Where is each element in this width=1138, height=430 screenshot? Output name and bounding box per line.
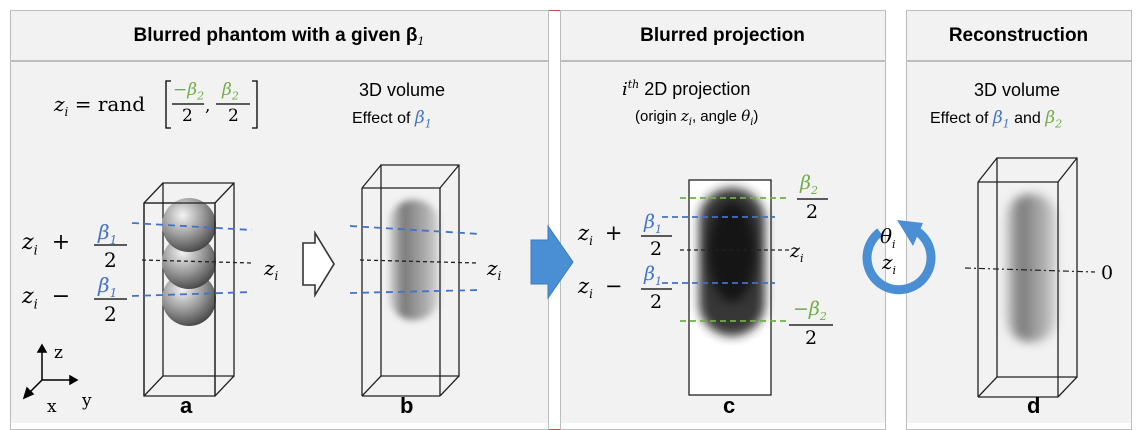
proj-two-right-top: 2 [806,201,819,223]
projection-header-separator [560,60,885,62]
label-zi-minus: zi− [22,284,71,313]
panel-label-d: d [1027,393,1041,418]
reconstruction-header-separator [906,60,1131,62]
blurred-rod-b [389,200,439,320]
formula-zi: zi = rand [54,92,146,119]
volume-box-d [977,157,1078,398]
formula-brackets [165,80,258,129]
projection-header: Blurred projection [640,25,805,46]
proj-neg-beta2: −β2 [793,298,827,323]
sphere-stack [162,198,216,326]
vol-d-title: 3D volume [974,80,1061,100]
proj-beta2-top: β2 [800,172,818,197]
proj-subtitle: (origin zi, angle θi) [635,107,759,128]
vol-b-effect: Effect of β1 [352,108,432,131]
volume-box-b [361,164,460,397]
label-zi-a: zi [264,256,279,283]
axis-y-label: y [82,391,92,411]
vol-d-effect: Effect of β1 and β2 [930,108,1063,131]
proj-two-right-bottom: 2 [805,327,818,349]
formula-comma: , [205,96,211,116]
panel-label-a: a [180,393,193,418]
label-beta1-bottom: β1 [98,273,118,300]
panel-label-c: c [723,393,736,418]
proj-label-zi-minus: zi− [578,274,623,302]
panel-phantom-bg [10,10,548,423]
formula-numerator-neg: −β2 [173,80,205,103]
proj-title: ith 2D projection [622,78,751,100]
rotation-theta: θi [880,224,896,251]
proj-two-bottom: 2 [650,291,663,313]
proj-label-zi-plus: zi+ [578,221,623,249]
formula-denominator-1: 2 [182,106,193,126]
blurred-rod-d [1005,194,1057,342]
proj-zi-center: zi [790,240,804,265]
panel-label-b: b [400,393,414,418]
zero-label: 0 [1101,262,1114,284]
label-two-top: 2 [104,248,117,272]
formula-denominator-2: 2 [228,106,239,126]
proj-two-top: 2 [650,238,663,260]
phantom-header-separator [10,60,548,62]
label-zi-b: zi [487,256,502,283]
proj-beta1-top: β1 [644,211,662,236]
blue-arrow [530,224,574,300]
formula-numerator-pos: β2 [222,80,239,103]
axis-x-label: x [47,397,57,417]
rotation-arrow [862,220,936,295]
label-two-bottom: 2 [104,302,117,326]
hollow-arrow [302,230,335,298]
axis-z-label: z [54,343,63,363]
vol-b-title: 3D volume [359,80,446,100]
reconstruction-header: Reconstruction [948,25,1089,46]
rotation-z: zi [882,250,897,277]
proj-beta1-bottom: β1 [644,263,662,288]
label-zi-plus: zi+ [22,230,71,259]
label-beta1-top: β1 [98,220,118,247]
axis-triad [22,343,79,400]
